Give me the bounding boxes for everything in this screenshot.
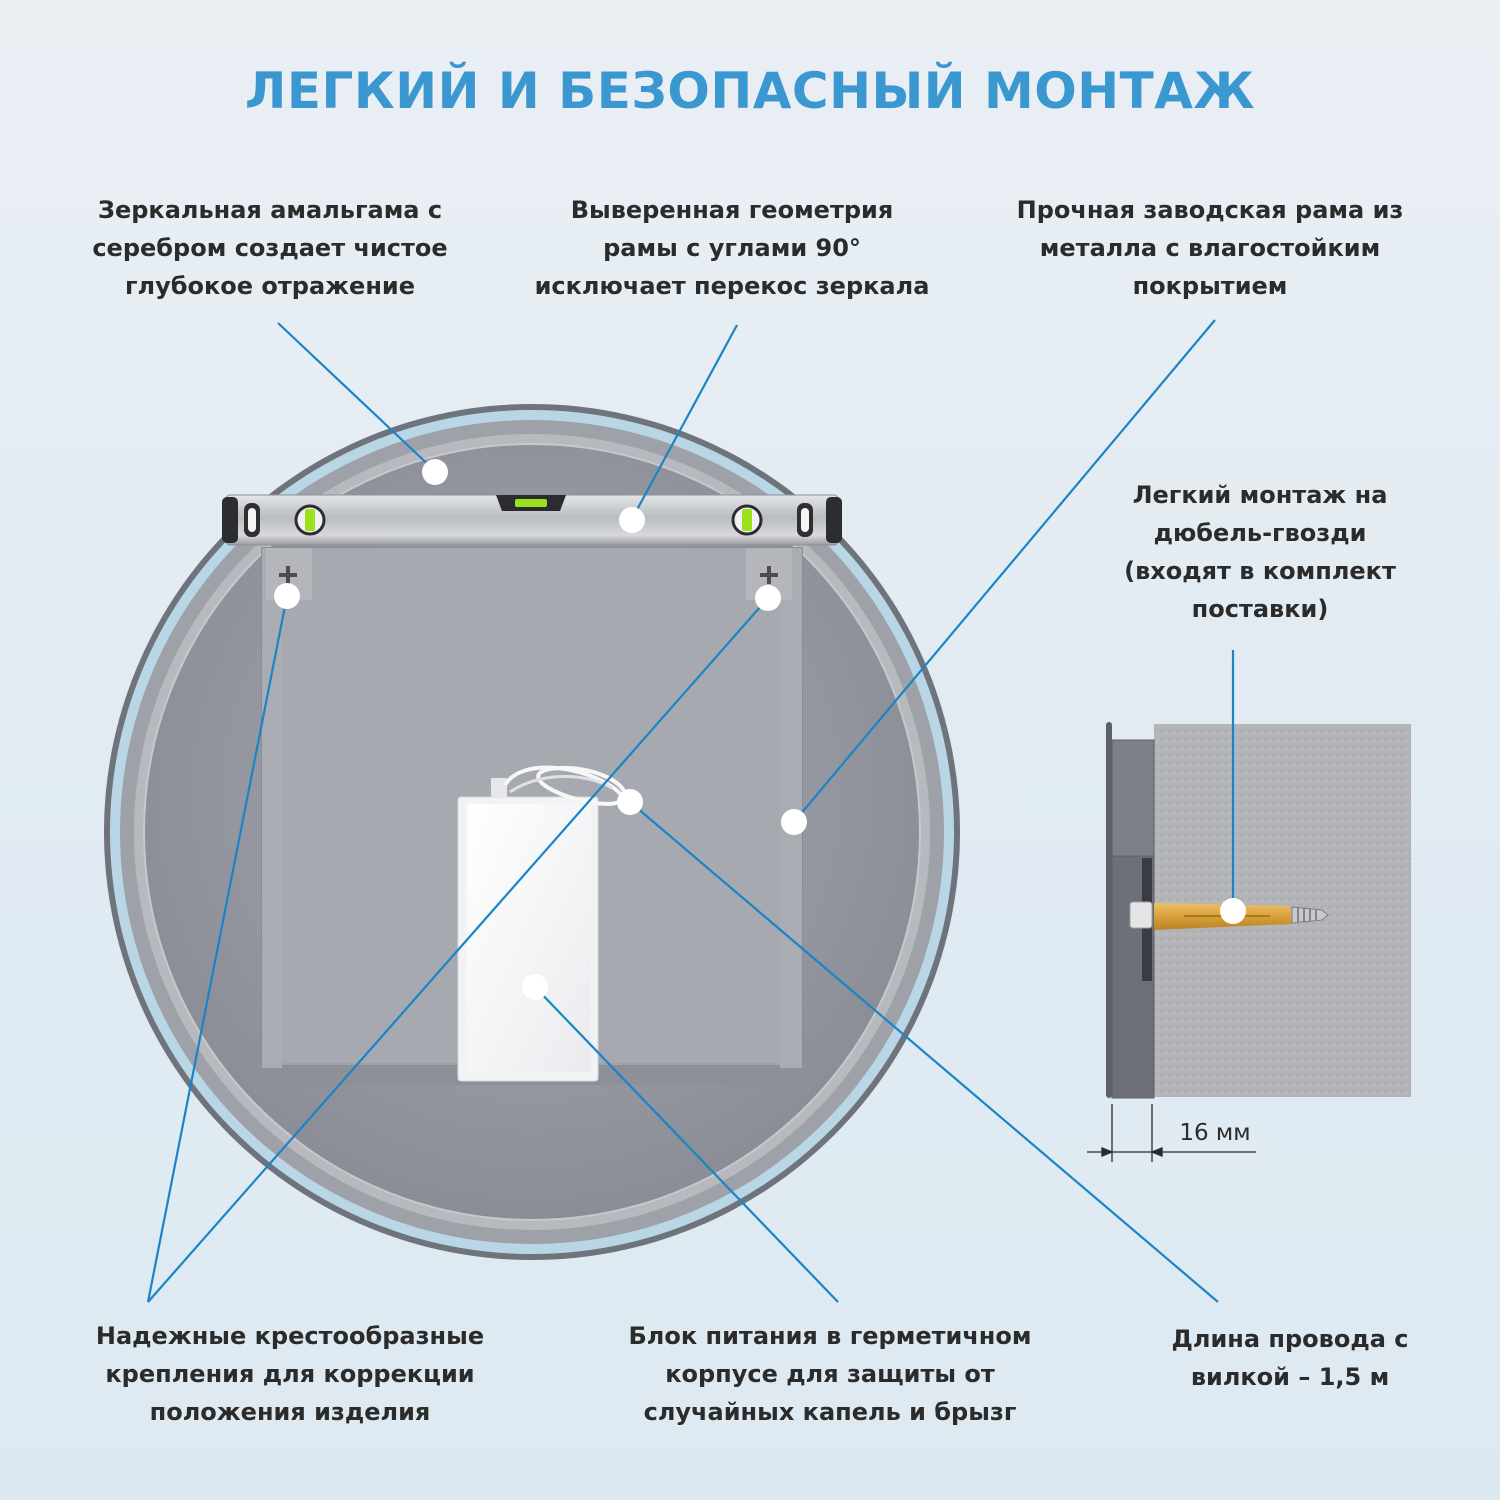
- callout-geometry: Выверенная геометрия рамы с углами 90° и…: [534, 196, 930, 300]
- dot-cable: [617, 789, 643, 815]
- dot-frame: [781, 809, 807, 835]
- dot-mount-left: [274, 583, 300, 609]
- power-supply-unit: [457, 765, 628, 1082]
- callout-frame: Прочная заводская рама из металла с влаг…: [1016, 196, 1404, 300]
- callout-dots: [274, 459, 1246, 1000]
- callout-dowels: Легкий монтаж на дюбель-гвозди (входят в…: [1124, 481, 1396, 623]
- callout-amalgam: Зеркальная амальгама с серебром создает …: [92, 196, 448, 300]
- cross-mount-right: [746, 548, 792, 600]
- callout-power-unit: Блок питания в герметичном корпусе для з…: [628, 1322, 1032, 1426]
- callout-cable: Длина провода с вилкой – 1,5 м: [1171, 1325, 1409, 1391]
- depth-dimension: [1087, 1104, 1256, 1162]
- metal-frame: [261, 547, 803, 1085]
- wall-section-inset: [1106, 722, 1411, 1099]
- dot-amalgam: [422, 459, 448, 485]
- dot-dowel: [1220, 898, 1246, 924]
- dot-psu: [522, 974, 548, 1000]
- page-title: ЛЕГКИЙ И БЕЗОПАСНЫЙ МОНТАЖ: [244, 62, 1256, 120]
- callout-mounts: Надежные крестообразные крепления для ко…: [95, 1322, 485, 1426]
- dot-mount-right: [755, 585, 781, 611]
- callout-lines: [146, 319, 1235, 1303]
- depth-dimension-label: 16 мм: [1179, 1120, 1251, 1146]
- spirit-level: [222, 494, 842, 546]
- dot-geometry: [619, 507, 645, 533]
